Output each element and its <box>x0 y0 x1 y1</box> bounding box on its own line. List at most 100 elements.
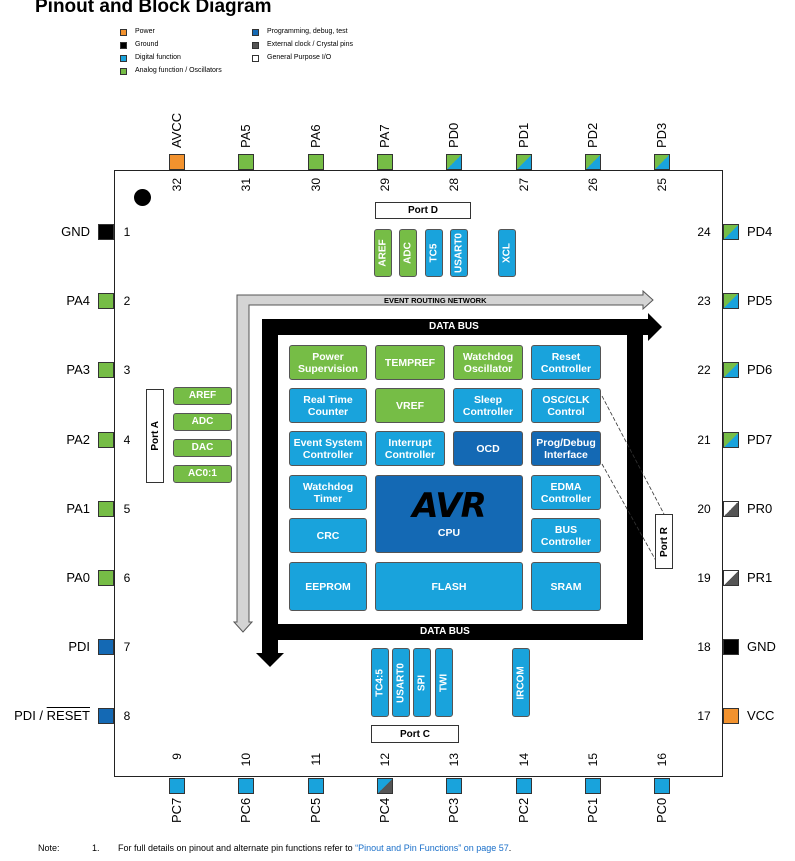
pin-pad-12 <box>376 778 393 794</box>
pin-number-19: 19 <box>697 571 711 585</box>
pin-pad-5 <box>98 500 114 517</box>
port-d-adc: ADC <box>399 229 417 277</box>
pin-pad-25 <box>654 154 671 170</box>
pin-pad-32 <box>169 154 185 170</box>
legend-swatch-digital <box>120 55 127 62</box>
port-d-tc5-label: TC5 <box>428 243 440 263</box>
pin-number-24: 24 <box>697 225 711 239</box>
legend-swatch-prog <box>252 29 259 36</box>
watchdog-timer-block: Watchdog Timer <box>289 475 367 510</box>
port-c-usart0-label: USART0 <box>395 662 407 703</box>
pin-pad-11 <box>307 778 324 794</box>
port-c-spi: SPI <box>413 648 431 717</box>
pin-pad-26 <box>584 154 601 170</box>
note-number: 1. <box>92 843 100 853</box>
pin-pad-28 <box>446 154 463 170</box>
note-link[interactable]: “Pinout and Pin Functions” on page 57 <box>355 843 509 853</box>
port-d-adc-label: ADC <box>402 242 414 264</box>
reset-overline-text: RESET <box>46 708 90 724</box>
port-a-dac: DAC <box>173 439 232 457</box>
pin-number-18: 18 <box>697 640 711 655</box>
pin-name-pd5: PD5 <box>747 293 773 309</box>
port-d-xcl: XCL <box>498 229 516 277</box>
pin-number-6: 6 <box>123 571 131 585</box>
port-r-label: Port R <box>655 514 673 569</box>
port-d-usart0: USART0 <box>450 229 468 277</box>
pin1-marker <box>134 189 151 206</box>
pin-pad-21 <box>723 431 739 448</box>
note-label: Note: <box>38 843 60 853</box>
pin-name-8: PDI / RESET <box>14 708 90 724</box>
cpu-label: CPU <box>437 527 461 539</box>
pin-number-20: 20 <box>697 501 711 516</box>
port-r-link <box>601 395 665 569</box>
edma-block: EDMA Controller <box>531 475 601 510</box>
event-routing-label: EVENT ROUTING NETWORK <box>384 296 487 305</box>
eeprom-block: EEPROM <box>289 562 367 611</box>
port-c-usart0: USART0 <box>392 648 410 717</box>
legend-swatch-power <box>120 29 127 36</box>
pin-pad-27 <box>515 154 532 170</box>
pin-pad-10 <box>238 778 255 794</box>
pin-name-text-6: PA0 <box>66 570 90 585</box>
port-a-adc: ADC <box>173 413 232 431</box>
port-c-spi-label: SPI <box>416 674 428 691</box>
note-body: For full details on pinout and alternate… <box>118 843 356 853</box>
pin-name-pd4: PD4 <box>747 224 773 239</box>
port-d-xcl-label: XCL <box>501 243 513 263</box>
pin-pad-17 <box>723 708 739 725</box>
port-c-twi: TWI <box>435 648 453 717</box>
legend-label-power: Power <box>135 28 155 35</box>
avr-logo: AVR <box>412 486 486 526</box>
event-system-block: Event System Controller <box>289 431 367 466</box>
port-c-ircom: IRCOM <box>512 648 530 717</box>
pin-name-text-7: PDI <box>68 639 90 655</box>
bus-controller-block: BUS Controller <box>531 518 601 553</box>
pin-name-6: PA0 <box>66 570 90 586</box>
pin-pad-23 <box>723 293 739 310</box>
pin-pad-3 <box>98 362 114 379</box>
rtc-block: Real Time Counter <box>289 388 367 423</box>
crc-block: CRC <box>289 518 367 553</box>
pin-pad-13 <box>446 778 463 794</box>
port-c-ircom-label: IRCOM <box>515 665 527 700</box>
port-c-tc45-label: TC4:5 <box>374 668 386 697</box>
pin-name-pd6: PD6 <box>747 362 773 378</box>
port-c-twi-label: TWI <box>438 673 450 692</box>
pin-number-5: 5 <box>123 501 131 516</box>
data-bus-label-top: DATA BUS <box>429 321 479 332</box>
cpu-block: AVR CPU <box>375 475 523 553</box>
event-routing-arrow <box>232 289 654 633</box>
pin-number-17: 17 <box>697 709 711 724</box>
data-bus-label-bottom: DATA BUS <box>420 626 470 637</box>
sram-block: SRAM <box>531 562 601 611</box>
port-a-ac: AC0:1 <box>173 465 232 483</box>
pin-name-2: PA4 <box>66 293 90 309</box>
page-title: Pinout and Block Diagram <box>35 0 272 17</box>
pin-number-1: 1 <box>123 225 131 239</box>
pin-pad-6 <box>98 570 114 586</box>
port-a-text: Port A <box>149 421 161 451</box>
legend-label-prog: Programming, debug, test <box>267 28 348 35</box>
pin-name-text-4: PA2 <box>66 431 90 447</box>
pin-name-1: GND <box>61 224 90 240</box>
port-c-label: Port C <box>371 725 459 743</box>
watchdog-oscillator-block: Watchdog Oscillator <box>453 345 523 380</box>
pin-pad-7 <box>98 639 114 656</box>
pin-pad-29 <box>376 154 393 170</box>
pin-name-7: PDI <box>68 639 90 655</box>
port-c-tc45: TC4:5 <box>371 648 389 717</box>
port-r-text: Port R <box>658 526 670 557</box>
pin-pad-24 <box>723 224 739 240</box>
legend-swatch-analog <box>120 68 127 75</box>
power-supervision-block: Power Supervision <box>289 345 367 380</box>
prog-debug-block: Prog/Debug Interface <box>531 431 601 466</box>
pin-number-21: 21 <box>697 432 711 447</box>
legend-label-analog: Analog function / Oscillators <box>135 67 222 74</box>
port-d-usart0-label: USART0 <box>453 232 465 274</box>
sleep-controller-block: Sleep Controller <box>453 388 523 423</box>
vref-block: VREF <box>375 388 445 423</box>
pin-pad-31 <box>238 154 255 170</box>
pin-pad-9 <box>169 778 185 794</box>
flash-block: FLASH <box>375 562 523 611</box>
